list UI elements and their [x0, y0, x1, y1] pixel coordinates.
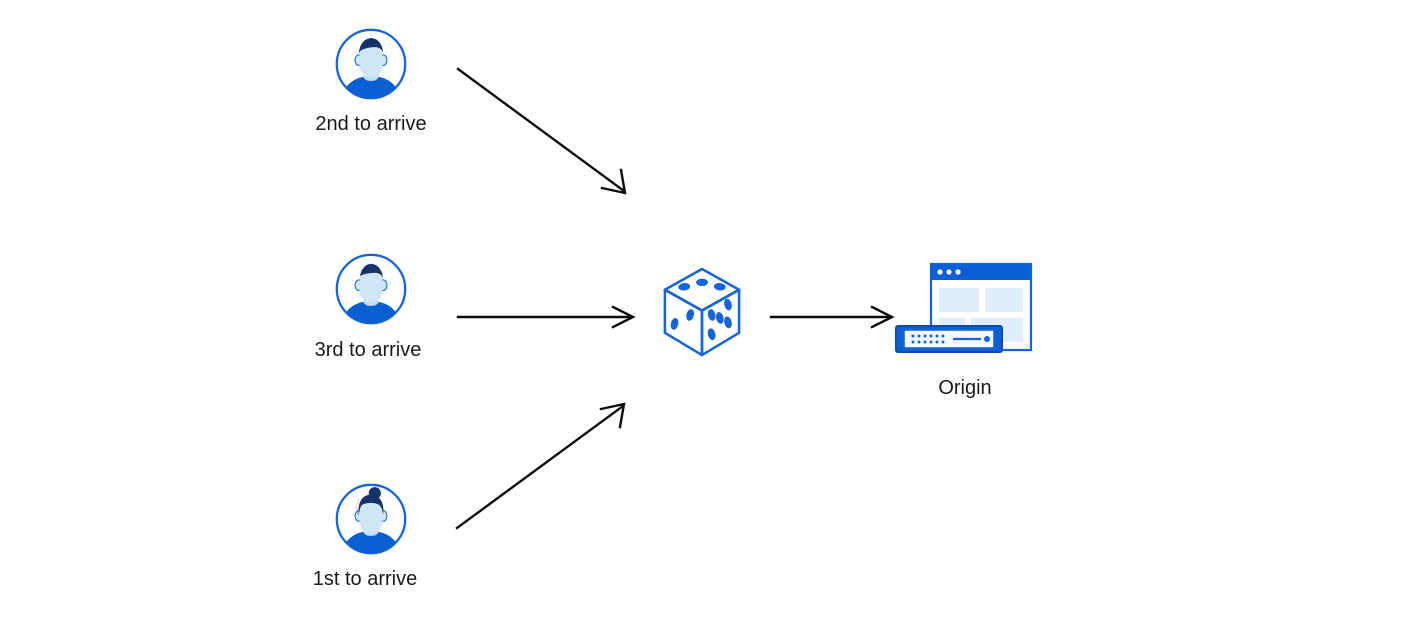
client-label-1: 3rd to arrive: [314, 339, 422, 361]
arrow-client-1-to-dice: [456, 305, 636, 329]
origin-label: Origin: [938, 377, 992, 399]
client-node-0[interactable]: [333, 26, 409, 102]
user-avatar-short-hair-icon: [335, 28, 407, 100]
origin-node[interactable]: [893, 258, 1035, 362]
user-avatar-bun-hair-icon: [335, 483, 407, 555]
arrow-client-2-to-dice: [455, 402, 626, 530]
client-label-0: 2nd to arrive: [315, 113, 427, 135]
load-balancer-node[interactable]: [661, 266, 743, 358]
user-avatar-short-hair-icon: [335, 253, 407, 325]
arrow-dice-to-origin: [769, 305, 895, 329]
dice-cube-icon: [663, 267, 741, 357]
client-node-2[interactable]: [333, 481, 409, 557]
client-label-2: 1st to arrive: [312, 568, 418, 590]
server-device: [895, 325, 1003, 353]
client-node-1[interactable]: [333, 251, 409, 327]
origin-server-browser-icon: [895, 262, 1033, 353]
